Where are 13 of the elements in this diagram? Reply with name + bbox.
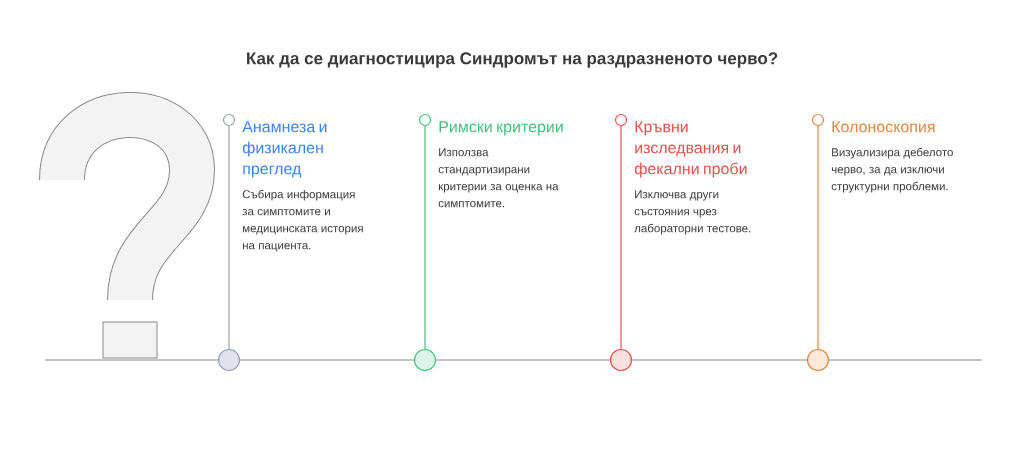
milestone-text: Колоноскопия Визуализира дебелото черво, за да изключи структурни проблеми. xyxy=(831,121,953,193)
milestone-text: Кръвни изследвания и фекални проби Изключва други състояния чрез лабораторни тестове. xyxy=(634,121,751,235)
timeline-circle xyxy=(806,348,830,372)
timeline-circle xyxy=(217,348,241,372)
connector-line xyxy=(228,125,230,350)
connector-line xyxy=(817,125,819,350)
connector-line xyxy=(424,125,426,350)
connector-line xyxy=(620,125,622,350)
title: Как да се диагностицира Синдромът на раздразненото черво? xyxy=(247,52,778,68)
milestone-text: Анамнеза и физикален преглед Събира информация за симптомите и медицинската история на пациента. xyxy=(242,121,363,252)
milestone-text: Римски критерии Използва стандартизирани критерии за оценка на симптомите. xyxy=(438,121,563,208)
timeline-circle xyxy=(413,348,437,372)
timeline-circle xyxy=(609,348,633,372)
